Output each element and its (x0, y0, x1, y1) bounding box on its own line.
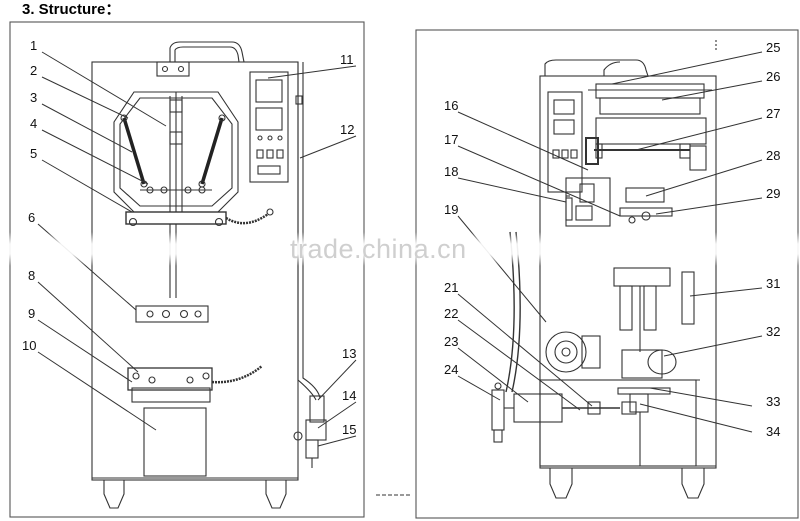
part-label-32: 32 (766, 324, 780, 339)
part-label-14: 14 (342, 388, 356, 403)
front-view-machine (9, 21, 365, 518)
part-label-13: 13 (342, 346, 356, 361)
part-label-2: 2 (30, 63, 37, 78)
part-label-18: 18 (444, 164, 458, 179)
part-label-16: 16 (444, 98, 458, 113)
part-label-28: 28 (766, 148, 780, 163)
part-label-3: 3 (30, 90, 37, 105)
part-label-17: 17 (444, 132, 458, 147)
part-label-15: 15 (342, 422, 356, 437)
part-label-25: 25 (766, 40, 780, 55)
part-labels: 1 2 3 4 5 6 8 9 10 11 12 13 14 15 16 17 … (22, 38, 780, 439)
part-label-31: 31 (766, 276, 780, 291)
part-label-19: 19 (444, 202, 458, 217)
part-label-11: 11 (340, 52, 354, 67)
part-label-5: 5 (30, 146, 37, 161)
watermark-text: trade.china.cn (290, 234, 467, 264)
part-label-12: 12 (340, 122, 354, 137)
part-label-23: 23 (444, 334, 458, 349)
front-view-leaders (37, 51, 357, 447)
part-label-27: 27 (766, 106, 780, 121)
part-label-29: 29 (766, 186, 780, 201)
part-label-1: 1 (30, 38, 37, 53)
part-label-24: 24 (444, 362, 458, 377)
part-label-8: 8 (28, 268, 35, 283)
section-heading: 3. Structure： (22, 1, 121, 18)
side-view-machine (415, 29, 799, 519)
part-label-33: 33 (766, 394, 780, 409)
part-label-9: 9 (28, 306, 35, 321)
part-label-6: 6 (28, 210, 35, 225)
part-label-26: 26 (766, 69, 780, 84)
part-label-4: 4 (30, 116, 37, 131)
part-label-10: 10 (22, 338, 36, 353)
part-label-22: 22 (444, 306, 458, 321)
watermark-band (0, 232, 800, 266)
side-view-leaders (457, 51, 763, 433)
part-label-21: 21 (444, 280, 458, 295)
part-label-34: 34 (766, 424, 780, 439)
